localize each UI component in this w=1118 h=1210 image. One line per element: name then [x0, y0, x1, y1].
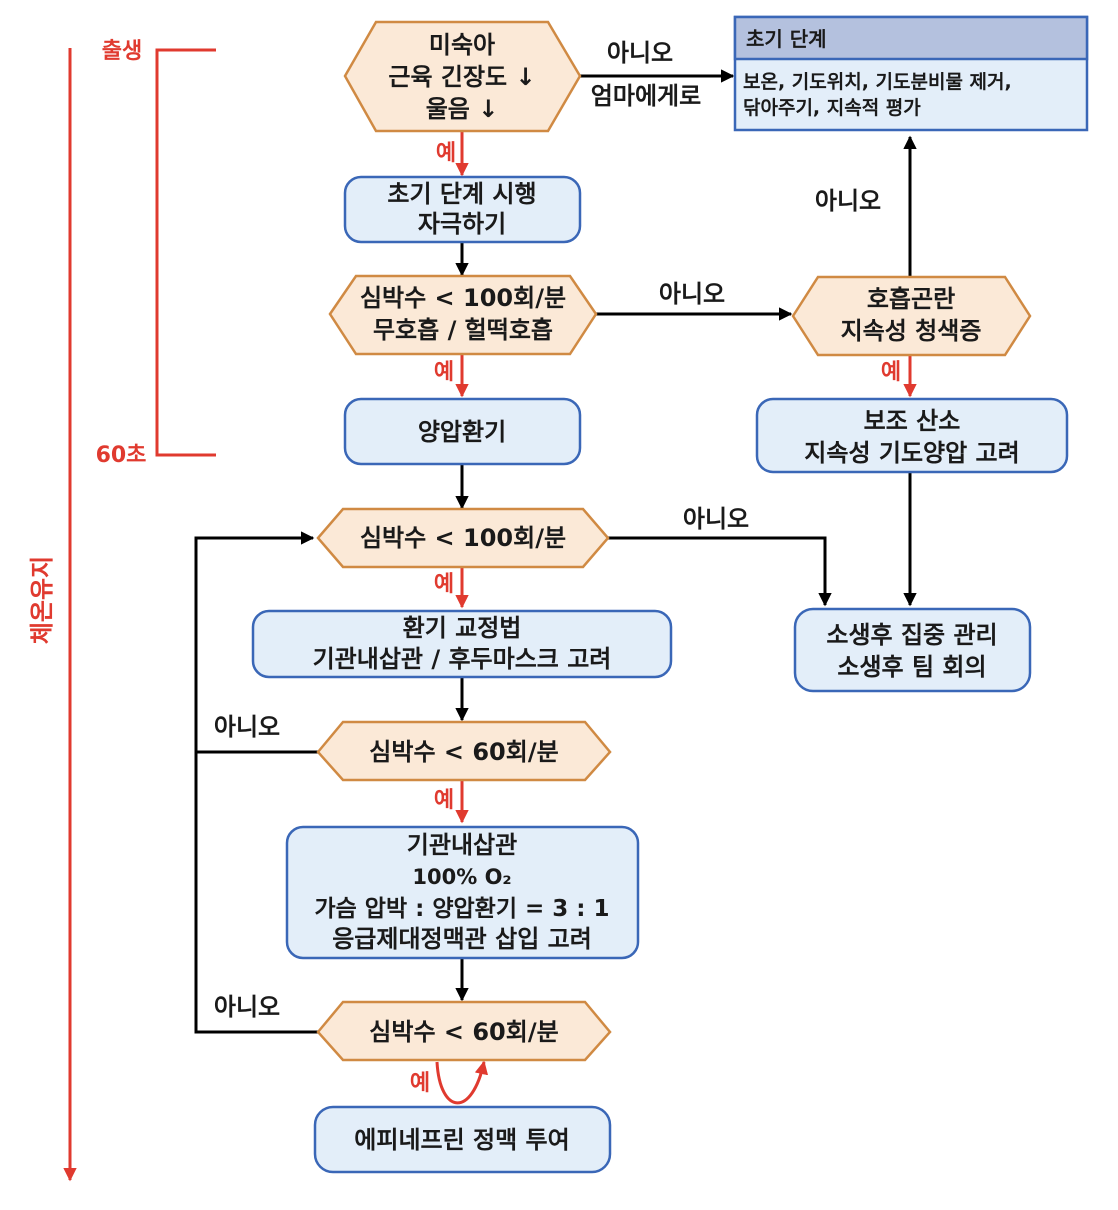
label-no-hr100: 아니오: [659, 280, 725, 308]
node-text: 심박수 < 100회/분: [360, 284, 566, 312]
node-text: 울음 ↓: [426, 95, 499, 123]
node-text: 미숙아: [429, 31, 495, 59]
node-text: 무호흡 / 헐떡호흡: [373, 316, 553, 344]
hexagon-shape: [316, 1000, 612, 1062]
box-shape: [251, 609, 673, 679]
node-text: 자극하기: [418, 210, 506, 238]
decision-resp-distress: 호흡곤란 지속성 청색증: [791, 275, 1032, 357]
keep-warm-label: 체온유지: [28, 556, 56, 644]
label-yes-assess: 예: [436, 141, 456, 166]
label-yes-hr60b: 예: [410, 1071, 430, 1096]
label-no-assess: 아니오: [607, 39, 673, 67]
node-text: 소생후 집중 관리: [826, 621, 997, 649]
box-shape: [285, 825, 640, 960]
action-vent-correct: 환기 교정법 기관내삽관 / 후두마스크 고려: [251, 609, 673, 679]
first-minute-bracket: [155, 48, 216, 457]
hexagon-shape: [316, 720, 612, 782]
node-text: 지속성 기도양압 고려: [804, 439, 1019, 467]
node-text: 기관내삽관: [407, 831, 517, 859]
birth-label: 출생: [102, 39, 142, 64]
node-text: 심박수 < 100회/분: [360, 524, 566, 552]
decision-assess: 미숙아 근육 긴장도 ↓ 울음 ↓: [343, 20, 582, 133]
node-text: 심박수 < 60회/분: [369, 1018, 558, 1046]
node-text: 지속성 청색증: [841, 317, 982, 345]
hexagon-shape: [343, 20, 582, 133]
node-text: 응급제대정맥관 삽입 고려: [332, 925, 592, 953]
node-text: 호흡곤란: [867, 285, 955, 313]
hexagon-shape: [316, 507, 610, 569]
label-yes-hr100b: 예: [434, 572, 454, 597]
node-text: 초기 단계 시행: [387, 180, 536, 208]
arrow-hr100b-no: [608, 536, 832, 607]
arrow-epi-loop: [435, 1060, 489, 1105]
node-text: 100% O₂: [412, 865, 511, 889]
initial-steps-info-box: 초기 단계 보온, 기도위치, 기도분비물 제거, 닦아주기, 지속적 평가: [733, 15, 1089, 132]
info-box-title: 초기 단계: [746, 27, 827, 51]
box-shape: [343, 397, 582, 466]
decision-hr100-apnea: 심박수 < 100회/분 무호흡 / 헐떡호흡: [328, 274, 598, 356]
node-text: 심박수 < 60회/분: [369, 738, 558, 766]
node-text: 소생후 팀 회의: [837, 653, 986, 681]
box-shape: [313, 1105, 612, 1174]
decision-hr100: 심박수 < 100회/분: [316, 507, 610, 569]
label-no-hr60a: 아니오: [214, 713, 280, 741]
label-yes-distress: 예: [881, 360, 901, 385]
label-no-distress: 아니오: [815, 187, 881, 215]
action-supp-o2: 보조 산소 지속성 기도양압 고려: [755, 397, 1069, 474]
node-text: 가슴 압박 : 양압환기 = 3 : 1: [314, 896, 609, 922]
label-yes-hr100: 예: [434, 360, 454, 385]
hexagon-shape: [328, 274, 598, 356]
edge-labels: 아니오 엄마에게로 예 아니오 아니오 예 예 아니오 예 아니오 예 아니오 …: [214, 39, 901, 1096]
label-no-hr60b: 아니오: [214, 993, 280, 1021]
node-text: 보조 산소: [864, 407, 961, 435]
label-no-hr100b: 아니오: [683, 505, 749, 533]
node-text: 양압환기: [418, 418, 506, 446]
box-shape: [343, 175, 582, 244]
info-box-header: [733, 15, 1089, 61]
action-intubation: 기관내삽관 100% O₂ 가슴 압박 : 양압환기 = 3 : 1 응급제대정…: [285, 825, 640, 960]
timeline: 출생 60초 체온유지: [28, 39, 216, 1182]
info-box-line: 보온, 기도위치, 기도분비물 제거,: [743, 71, 1012, 93]
info-box-line: 닦아주기, 지속적 평가: [743, 97, 921, 119]
label-yes-hr60a: 예: [434, 788, 454, 813]
node-text: 기관내삽관 / 후두마스크 고려: [313, 645, 612, 673]
action-post-resus: 소생후 집중 관리 소생후 팀 회의: [793, 607, 1032, 693]
arrow-loop-back: [194, 531, 318, 1034]
decision-hr60-a: 심박수 < 60회/분: [316, 720, 612, 782]
node-text: 근육 긴장도 ↓: [388, 63, 535, 91]
action-ppv: 양압환기: [343, 397, 582, 466]
box-shape: [793, 607, 1032, 693]
node-text: 에피네프린 정맥 투여: [354, 1126, 569, 1154]
action-initial-steps: 초기 단계 시행 자극하기: [343, 175, 582, 244]
connectors: [194, 69, 917, 1105]
box-shape: [755, 397, 1069, 474]
label-to-mother: 엄마에게로: [591, 82, 701, 110]
action-epinephrine: 에피네프린 정맥 투여: [313, 1105, 612, 1174]
hexagon-shape: [791, 275, 1032, 357]
decision-hr60-b: 심박수 < 60회/분: [316, 1000, 612, 1062]
sixty-seconds-label: 60초: [96, 443, 147, 468]
node-text: 환기 교정법: [403, 614, 522, 642]
